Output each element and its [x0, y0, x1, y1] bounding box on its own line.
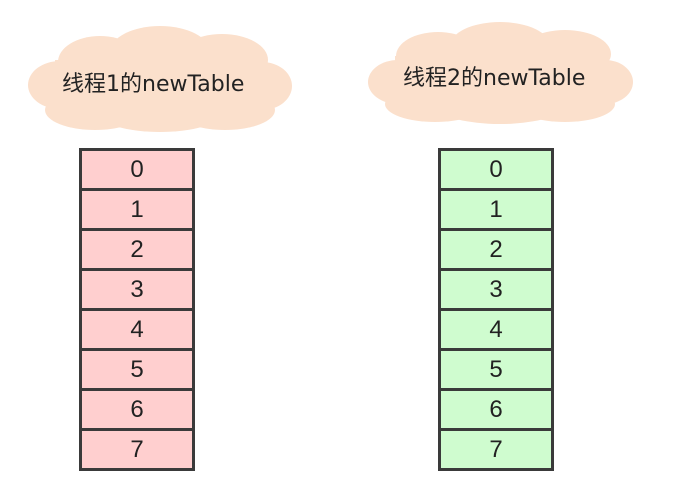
thread2-table-label: 线程2的newTable: [403, 66, 586, 91]
thread1-cell: 0: [82, 151, 192, 191]
thread1-cell: 4: [82, 311, 192, 351]
thread1-cell: 5: [82, 351, 192, 391]
thread2-cell: 2: [441, 231, 551, 271]
thread2-cell: 3: [441, 271, 551, 311]
cloud-thread1-shape: [28, 26, 292, 132]
thread2-cell: 1: [441, 191, 551, 231]
thread2-cell: 7: [441, 431, 551, 471]
thread1-cell: 7: [82, 431, 192, 471]
thread2-cell: 4: [441, 311, 551, 351]
thread1-table-label: 线程1的newTable: [62, 72, 245, 97]
thread1-cell: 1: [82, 191, 192, 231]
thread1-cell: 2: [82, 231, 192, 271]
thread2-cell: 6: [441, 391, 551, 431]
cloud-thread2-shape: [368, 22, 633, 124]
cloud-thread1: [28, 22, 633, 132]
thread2-cell: 0: [441, 151, 551, 191]
thread1-cell: 3: [82, 271, 192, 311]
thread1-cell: 6: [82, 391, 192, 431]
thread2-cell: 5: [441, 351, 551, 391]
